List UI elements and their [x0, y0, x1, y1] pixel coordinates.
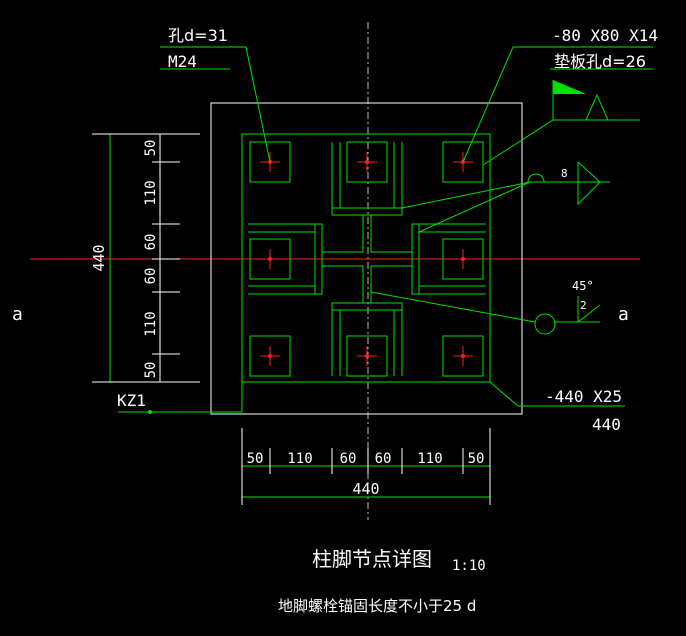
weld8-leader-a — [401, 181, 610, 209]
bolt-marker — [357, 346, 377, 366]
section-mark-left: a — [12, 304, 23, 325]
washer-plate — [249, 335, 291, 377]
vertical-total: 440 — [90, 244, 108, 271]
washer-plate — [346, 141, 388, 183]
drawing-title: 柱脚节点详图 — [312, 547, 432, 571]
vertical-dim-2: 110 — [143, 180, 159, 205]
vertical-dim-4: 60 — [143, 268, 159, 285]
leader-lines — [118, 46, 653, 414]
bottom-bracket — [331, 302, 403, 376]
horizontal-dim-6: 50 — [468, 451, 485, 467]
weld-10-label: 10 — [563, 105, 576, 118]
bolt-label: M24 — [168, 52, 197, 71]
washer-plates — [249, 141, 484, 377]
bolt-marker — [357, 152, 377, 172]
weld8-leader-b — [418, 181, 531, 233]
washer-hole-label: 垫板孔d=26 — [554, 52, 646, 71]
horizontal-dim-5: 110 — [417, 451, 442, 467]
column-label: KZ1 — [117, 391, 146, 410]
washer-plate — [442, 238, 484, 280]
horizontal-dimension — [241, 428, 491, 505]
weld-2-label: 2 — [580, 299, 587, 312]
vertical-dimension — [92, 133, 200, 383]
horizontal-dim-4: 60 — [375, 451, 392, 467]
left-bracket — [248, 223, 323, 295]
base-plate-label: -440 X25 — [545, 387, 622, 406]
washer-plate — [442, 141, 484, 183]
column-leader-dot — [148, 410, 152, 414]
weld-symbol-8 — [527, 161, 601, 206]
base-plate-length: 440 — [592, 415, 621, 434]
bolt-marker — [260, 346, 280, 366]
right-bracket — [411, 223, 486, 295]
bolt-marker — [260, 249, 280, 269]
vertical-dim-1: 50 — [143, 140, 159, 157]
washer-plate — [442, 335, 484, 377]
weld10-leader — [482, 119, 640, 166]
washer-plate — [249, 141, 291, 183]
top-bracket — [331, 142, 403, 216]
base-plate-leader — [489, 381, 625, 407]
weld-angle-label: 45° — [572, 279, 594, 293]
stiffener-brackets — [248, 142, 486, 376]
cross-web — [322, 215, 412, 303]
horizontal-dim-1: 50 — [247, 451, 264, 467]
bolt-marker — [453, 346, 473, 366]
vertical-dim-6: 50 — [143, 362, 159, 379]
washer-plate — [346, 335, 388, 377]
weld-symbol-10 — [552, 80, 609, 121]
hole-leader — [160, 46, 271, 163]
horizontal-dim-3: 60 — [340, 451, 357, 467]
weld2-leader — [370, 291, 536, 323]
weld-symbol-2 — [534, 296, 601, 335]
weld-8-label: 8 — [561, 167, 568, 180]
horizontal-dim-2: 110 — [287, 451, 312, 467]
washer-leader — [462, 46, 653, 163]
bolt-marker — [453, 249, 473, 269]
vertical-dim-5: 110 — [143, 311, 159, 336]
section-mark-right: a — [618, 304, 629, 325]
base-plate-outline — [210, 102, 523, 415]
vertical-dim-3: 60 — [143, 234, 159, 251]
horizontal-total: 440 — [352, 480, 379, 498]
washer-plate — [249, 238, 291, 280]
drawing-scale: 1:10 — [452, 558, 486, 574]
drawing-note: 地脚螺栓锚固长度不小于25 d — [278, 597, 476, 615]
inner-plate — [241, 133, 491, 383]
hole-label: 孔d=31 — [168, 26, 228, 45]
washer-size-label: -80 X80 X14 — [552, 26, 658, 45]
column-leader — [118, 382, 243, 413]
